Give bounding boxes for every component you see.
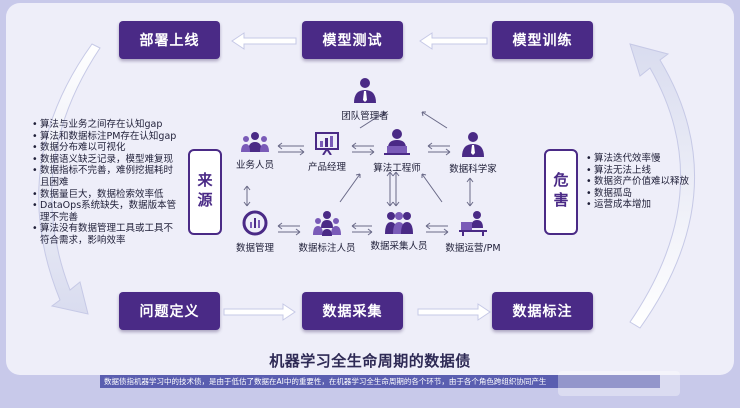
stage-define-label: 问题定义 [139, 304, 200, 320]
harm-item: 算法迭代效率慢 [586, 153, 706, 165]
stage-label[interactable]: 数据标注 [492, 292, 593, 330]
sources-heading: 来源 [188, 149, 222, 235]
people-row-icon [385, 212, 413, 234]
role-network-connectors [243, 111, 474, 236]
stage-collect-label: 数据采集 [322, 304, 383, 320]
arrow-collect-to-label [417, 303, 491, 321]
sources-heading-text: 来源 [195, 172, 214, 212]
stage-deploy[interactable]: 部署上线 [119, 21, 220, 59]
stage-define[interactable]: 问题定义 [119, 292, 220, 330]
stage-test-label: 模型测试 [322, 33, 383, 49]
caption-bar: 数据债指机器学习中的技术债，是由于低估了数据在AI中的重要性，在机器学习全生命周… [100, 375, 660, 388]
source-item: 数据分布难以可视化 [32, 142, 182, 154]
stage-deploy-label: 部署上线 [139, 33, 200, 49]
stage-train[interactable]: 模型训练 [492, 21, 593, 59]
group-icon [313, 211, 341, 236]
role-label: 数据采集人员 [370, 241, 428, 252]
data-gauge-icon [242, 210, 268, 236]
role-label: 数据科学家 [449, 164, 497, 175]
source-item: 数据量巨大，数据检索效率低 [32, 189, 182, 201]
stage-label-label: 数据标注 [512, 304, 573, 320]
chart-board-icon [315, 132, 339, 155]
source-item: 数据语义缺乏记录，模型难复现 [32, 154, 182, 166]
source-item: 数据指标不完善，难例挖掘耗时且困难 [32, 165, 182, 188]
stage-collect[interactable]: 数据采集 [302, 292, 403, 330]
engineer-laptop-icon [384, 129, 410, 155]
watermark-badge [558, 371, 680, 396]
diagram-title: 机器学习全生命周期的数据债 [269, 352, 471, 370]
source-item: 算法没有数据管理工具或工具不符合需求，影响效率 [32, 223, 182, 246]
manager-icon [354, 78, 376, 103]
role-data-scientist: 数据科学家 [428, 131, 518, 175]
right-flow-arrow [629, 43, 696, 329]
source-item: 算法与业务之间存在认知gap [32, 119, 182, 131]
stage-train-label: 模型训练 [512, 33, 573, 49]
role-label: 数据运营/PM [445, 243, 501, 254]
arrow-train-to-test [419, 32, 488, 50]
arrow-test-to-deploy [231, 32, 297, 50]
role-label: 数据标注人员 [298, 243, 356, 254]
harms-heading-text: 危害 [551, 172, 570, 212]
role-business: 业务人员 [210, 131, 300, 171]
sources-list: 算法与业务之间存在认知gap 算法和数据标注PM存在认知gap 数据分布难以可视… [32, 119, 182, 247]
role-label: 算法工程师 [373, 163, 421, 174]
role-label: 数据管理 [235, 243, 274, 254]
role-label: 团队管理者 [341, 111, 389, 122]
role-product-manager: 产品经理 [282, 131, 372, 173]
harms-list: 算法迭代效率慢 算法无法上线 数据资产价值难以释放 数据孤岛 运营成本增加 [586, 153, 706, 211]
role-algorithm-engineer: 算法工程师 [352, 128, 442, 174]
role-data-labeler: 数据标注人员 [282, 210, 372, 254]
role-label: 业务人员 [235, 160, 274, 171]
role-data-collector: 数据采集人员 [354, 210, 444, 252]
desk-worker-icon [459, 211, 487, 236]
source-item: DataOps系统缺失，数据版本管理不完善 [32, 200, 182, 223]
harm-item: 数据孤岛 [586, 188, 706, 200]
source-item: 算法和数据标注PM存在认知gap [32, 131, 182, 143]
team-icon [241, 132, 269, 152]
harm-item: 算法无法上线 [586, 165, 706, 177]
arrow-define-to-collect [223, 303, 296, 321]
harms-heading: 危害 [544, 149, 578, 235]
role-team-manager: 团队管理者 [320, 76, 410, 122]
harm-item: 运营成本增加 [586, 199, 706, 211]
role-label: 产品经理 [307, 162, 346, 173]
role-data-ops-pm: 数据运营/PM [428, 210, 518, 254]
role-data-management: 数据管理 [210, 210, 300, 254]
stage-test[interactable]: 模型测试 [302, 21, 403, 59]
harm-item: 数据资产价值难以释放 [586, 176, 706, 188]
scientist-icon [462, 132, 484, 157]
